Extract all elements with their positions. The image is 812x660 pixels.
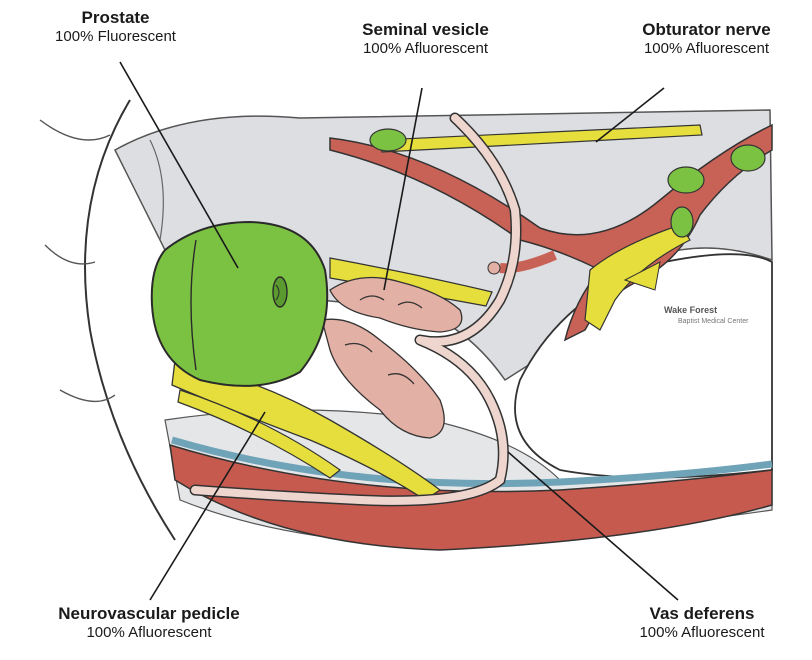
label-obturator-nerve-title: Obturator nerve xyxy=(604,20,809,40)
prostate xyxy=(152,222,327,386)
logo-line-2: Baptist Medical Center xyxy=(678,318,748,325)
label-neurovascular-pedicle-title: Neurovascular pedicle xyxy=(4,604,294,624)
label-prostate: Prostate 100% Fluorescent xyxy=(8,8,223,46)
institution-logo: Wake Forest Baptist Medical Center xyxy=(664,300,748,325)
label-neurovascular-pedicle: Neurovascular pedicle 100% Afluorescent xyxy=(4,604,294,642)
label-prostate-title: Prostate xyxy=(8,8,223,28)
label-seminal-vesicle-status: 100% Afluorescent xyxy=(318,40,533,58)
label-obturator-nerve-status: 100% Afluorescent xyxy=(604,40,809,58)
label-vas-deferens-status: 100% Afluorescent xyxy=(596,624,808,642)
label-prostate-status: 100% Fluorescent xyxy=(8,28,223,46)
label-vas-deferens-title: Vas deferens xyxy=(596,604,808,624)
label-vas-deferens: Vas deferens 100% Afluorescent xyxy=(596,604,808,642)
label-seminal-vesicle: Seminal vesicle 100% Afluorescent xyxy=(318,20,533,58)
label-seminal-vesicle-title: Seminal vesicle xyxy=(318,20,533,40)
label-neurovascular-pedicle-status: 100% Afluorescent xyxy=(4,624,294,642)
label-obturator-nerve: Obturator nerve 100% Afluorescent xyxy=(604,20,809,58)
logo-line-1: Wake Forest xyxy=(664,305,717,315)
